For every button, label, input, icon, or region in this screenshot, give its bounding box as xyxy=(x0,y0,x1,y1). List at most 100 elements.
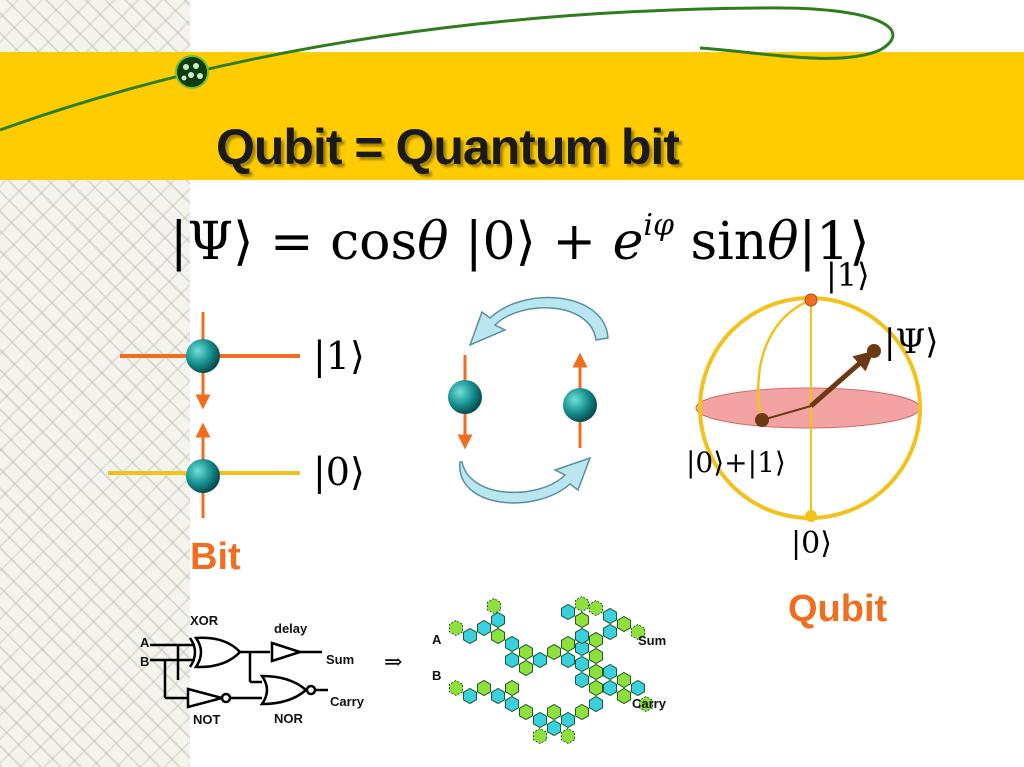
circuit-input-b: B xyxy=(140,654,150,669)
hex-ring xyxy=(505,679,519,697)
bloch-projection-line xyxy=(761,405,812,421)
bloch-meridian xyxy=(757,298,812,421)
delay-buffer-icon xyxy=(270,641,305,663)
bloch-state-vector xyxy=(809,350,875,408)
hex-ring xyxy=(519,659,533,677)
bit-ball-top xyxy=(186,339,220,373)
hex-ring xyxy=(533,711,547,729)
hex-ring xyxy=(487,597,501,615)
hex-ring xyxy=(491,687,505,705)
decor-ball-icon xyxy=(175,55,209,89)
qubit-superposition: |0⟩+|1⟩ xyxy=(686,446,786,479)
hex-ring xyxy=(561,727,575,745)
circuit-delay-label: delay xyxy=(274,621,308,636)
molecule-input-a: A xyxy=(432,632,442,647)
bloch-north-pole xyxy=(804,293,818,307)
molecule-input-b: B xyxy=(432,668,442,683)
hex-ring xyxy=(561,635,575,653)
hex-ring xyxy=(491,611,505,629)
circuit-carry-label: Carry xyxy=(330,694,364,709)
hex-ring xyxy=(463,687,477,705)
eq-cos: cos xyxy=(330,212,418,272)
nor-gate-icon xyxy=(259,674,308,706)
qubit-ket-0: |0⟩ xyxy=(791,526,832,561)
qubit-label: Qubit xyxy=(788,588,888,630)
eq-theta-2: θ xyxy=(767,212,799,272)
hex-ring xyxy=(589,631,603,649)
hex-ring xyxy=(589,695,603,713)
eq-equals: = xyxy=(269,212,314,272)
flip-arrow-bottom-icon xyxy=(459,456,592,504)
eq-e: e xyxy=(612,212,644,272)
circuit-nor-label: NOR xyxy=(274,711,303,726)
hex-ring xyxy=(477,679,491,697)
hex-ring xyxy=(575,655,589,673)
hex-ring xyxy=(639,695,653,713)
hex-ring xyxy=(617,615,631,633)
hex-ring xyxy=(547,719,561,737)
bloch-south-pole xyxy=(805,510,817,522)
hex-ring xyxy=(561,603,575,621)
flip-ball-right xyxy=(563,388,597,422)
hex-ring xyxy=(589,679,603,697)
eq-theta-1: θ xyxy=(417,212,449,272)
eq-exponent: iφ xyxy=(643,208,674,243)
eq-ket0: |0⟩ xyxy=(465,212,536,272)
hex-ring xyxy=(519,643,533,661)
hex-ring xyxy=(561,651,575,669)
hex-ring xyxy=(561,711,575,729)
hex-ring xyxy=(575,627,589,645)
hex-ring xyxy=(533,727,547,745)
xor-gate-icon xyxy=(188,637,197,668)
hex-ring xyxy=(589,663,603,681)
state-equation: |Ψ⟩ = cosθ |0⟩ + eiφ sinθ|1⟩ xyxy=(170,208,870,272)
hex-ring xyxy=(449,679,463,697)
hex-ring xyxy=(505,651,519,669)
hex-ring xyxy=(575,611,589,629)
bit-ket-0: |0⟩ xyxy=(313,450,365,494)
qubit-psi: |Ψ⟩ xyxy=(884,322,939,362)
eq-ket1: |1⟩ xyxy=(798,212,870,272)
hex-ring xyxy=(603,607,617,625)
hex-ring xyxy=(449,619,463,637)
implies-arrow: ⇒ xyxy=(384,650,403,675)
eq-sin: sin xyxy=(690,212,768,272)
circuit-xor-label: XOR xyxy=(190,613,219,628)
hex-ring xyxy=(589,647,603,665)
flip-ball-left xyxy=(448,380,482,414)
molecule-carry-label: Carry xyxy=(632,696,666,711)
hex-ring xyxy=(603,623,617,641)
bit-ket-1: |1⟩ xyxy=(313,334,365,378)
hex-ring xyxy=(547,643,561,661)
hex-ring xyxy=(491,627,505,645)
hex-ring xyxy=(603,679,617,697)
slide-title: Qubit = Quantum bit xyxy=(216,119,680,175)
hex-ring xyxy=(505,695,519,713)
hex-ring xyxy=(575,671,589,689)
hex-ring xyxy=(617,687,631,705)
bit-ball-bottom xyxy=(186,459,220,493)
hex-ring xyxy=(547,703,561,721)
hex-ring xyxy=(477,619,491,637)
hex-ring xyxy=(603,663,617,681)
hex-ring xyxy=(533,651,547,669)
eq-plus: + xyxy=(552,212,597,272)
hex-ring xyxy=(617,671,631,689)
hex-ring xyxy=(575,639,589,657)
hex-ring xyxy=(575,703,589,721)
circuit-input-a: A xyxy=(140,635,150,650)
circuit-sum-label: Sum xyxy=(326,652,355,667)
eq-lhs: |Ψ⟩ xyxy=(170,212,254,272)
hex-ring xyxy=(589,599,603,617)
hex-ring xyxy=(631,623,645,641)
hex-ring xyxy=(575,595,589,613)
bloch-projection-point xyxy=(755,413,769,427)
hex-ring xyxy=(463,627,477,645)
hex-ring xyxy=(519,703,533,721)
qubit-ket-1: |1⟩ xyxy=(826,256,870,294)
